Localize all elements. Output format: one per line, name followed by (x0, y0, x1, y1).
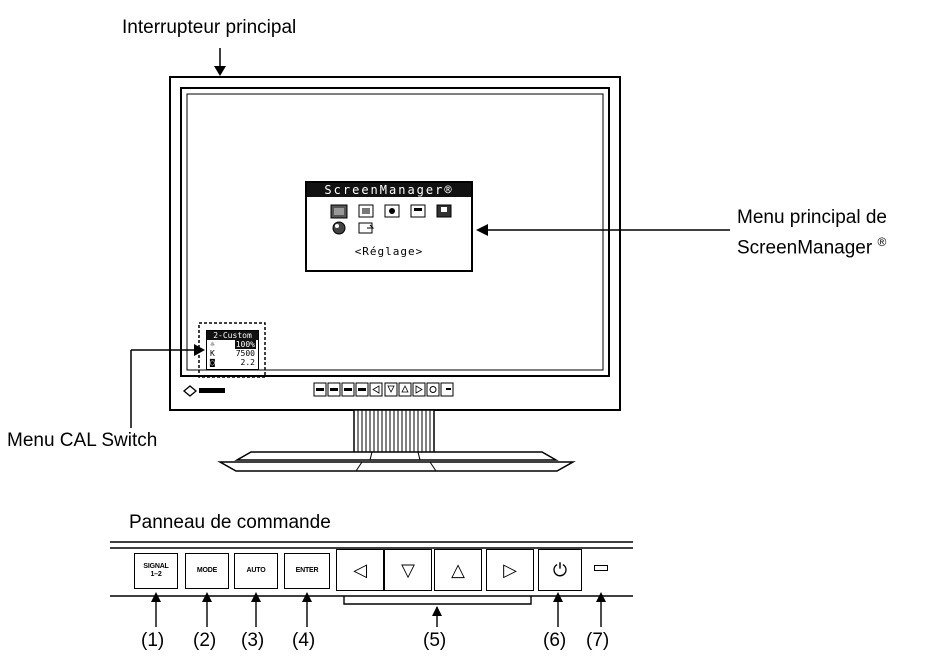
gamma-icon: ◙ (210, 358, 215, 367)
up-triangle-icon: △ (451, 559, 465, 581)
control-panel-title: Panneau de commande (129, 512, 331, 533)
callout-1: (1) (141, 630, 165, 651)
information-menu-icon (436, 204, 452, 218)
osd-menu-title: ScreenManager® (307, 183, 471, 197)
up-arrow-button[interactable]: △ (434, 549, 482, 591)
down-arrow-button[interactable]: ▽ (384, 549, 432, 591)
callout-arrow-1 (151, 592, 161, 627)
callout-7: (7) (586, 630, 610, 651)
left-arrow-button[interactable]: ◁ (336, 549, 384, 591)
cal-brightness-row: ☼ 100% (207, 340, 258, 349)
right-arrow-button[interactable]: ▷ (486, 549, 534, 591)
signal-button[interactable]: SIGNAL 1–2 (134, 553, 178, 589)
down-triangle-icon: ▽ (401, 559, 415, 581)
cal-temperature-row: K 7500 (207, 349, 258, 358)
callout-arrow-4 (302, 592, 312, 627)
temperature-icon: K (210, 349, 215, 358)
signal-button-sublabel: 1–2 (150, 571, 162, 578)
callout-arrow-3 (251, 592, 261, 627)
exit-menu-icon (358, 222, 375, 234)
screenmanager-osd-menu: ScreenManager® <Réglage> (305, 181, 473, 272)
callout-4: (4) (292, 630, 316, 651)
callout-6: (6) (543, 630, 567, 651)
enter-button[interactable]: ENTER (284, 553, 330, 589)
registered-mark: ® (877, 235, 887, 249)
monitor-illustration (130, 48, 730, 472)
cal-gamma-row: ◙ 2.2 (207, 358, 258, 367)
auto-button-label: AUTO (246, 567, 266, 574)
power-indicator-led (594, 565, 608, 571)
sun-icon: ☼ (210, 340, 215, 349)
callout-5: (5) (423, 630, 447, 651)
callout-3: (3) (241, 630, 265, 651)
control-panel-diagram (110, 541, 633, 627)
language-globe-icon (332, 221, 346, 235)
cal-temperature-value: 7500 (235, 349, 255, 358)
brightness-menu-icon (330, 204, 348, 219)
mode-button-label: MODE (196, 567, 218, 574)
screen-menu-icon (358, 204, 374, 218)
power-button[interactable]: ⏻ (538, 549, 582, 591)
screenmanager-word: ScreenManager (737, 237, 873, 259)
color-menu-icon (384, 204, 400, 218)
mode-button[interactable]: MODE (185, 553, 229, 589)
enter-button-label: ENTER (295, 567, 319, 574)
callout-bracket-5 (343, 596, 532, 627)
right-triangle-icon: ▷ (503, 559, 517, 581)
cal-mode-name: 2-Custom (207, 331, 258, 340)
screenmanager-menu-label-line1: Menu principal de (737, 207, 887, 228)
callout-arrow-7 (596, 592, 606, 627)
power-icon: ⏻ (552, 559, 568, 581)
callout-arrow-2 (202, 592, 212, 627)
signal-button-label: SIGNAL (143, 563, 169, 570)
callout-arrow-6 (553, 592, 563, 627)
cal-brightness-value: 100% (234, 340, 256, 349)
cal-switch-osd: 2-Custom ☼ 100% K 7500 ◙ 2.2 (206, 330, 259, 370)
power-save-menu-icon (410, 204, 426, 218)
osd-menu-caption: <Réglage> (354, 245, 424, 258)
cal-switch-menu-label: Menu CAL Switch (7, 430, 158, 451)
main-switch-label: Interrupteur principal (122, 17, 297, 38)
callout-2: (2) (193, 630, 217, 651)
screenmanager-menu-label-line2: ScreenManager ® (737, 231, 886, 259)
auto-button[interactable]: AUTO (234, 553, 278, 589)
left-triangle-icon: ◁ (353, 559, 367, 581)
cal-gamma-value: 2.2 (240, 358, 255, 367)
